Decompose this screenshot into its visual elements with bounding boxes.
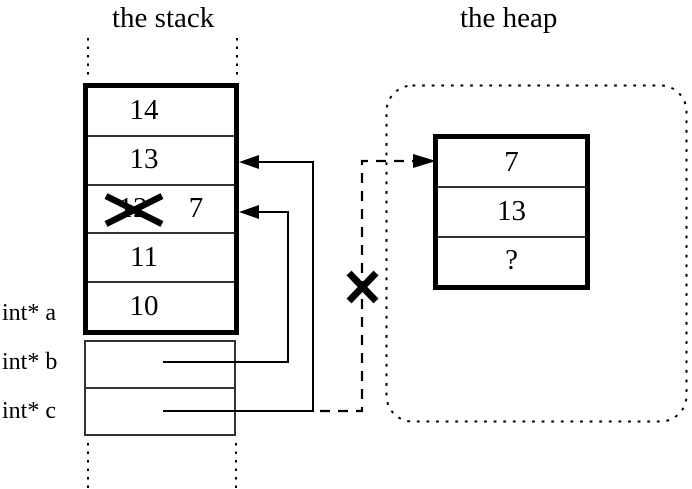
arrowhead-c-icon <box>239 155 259 169</box>
heap-cell-value: 7 <box>504 145 519 178</box>
heap-block-box: 7 13 ? <box>433 134 590 290</box>
heap-cell-value: ? <box>505 244 518 277</box>
pointer-variable-cells <box>84 340 236 436</box>
pointer-label-c: int* c <box>2 398 56 424</box>
heap-title: the heap <box>460 2 558 34</box>
stack-cell-value: 10 <box>129 289 159 322</box>
stack-cell-crossed-12-now-7: 12 7 <box>88 186 234 235</box>
invalid-pointer-x-icon <box>346 270 379 304</box>
heap-cell-13: 13 <box>438 188 585 238</box>
pointer-label-b: int* b <box>2 349 58 375</box>
heap-cell-value: 13 <box>497 194 526 227</box>
stack-cell-value: 14 <box>129 94 159 127</box>
stack-cell-14: 14 <box>88 88 234 137</box>
stack-cell-new-value: 7 <box>188 191 204 224</box>
stack-cell-10: 10 <box>88 283 234 330</box>
stack-title: the stack <box>112 2 215 34</box>
stack-cell-value: 11 <box>130 240 158 273</box>
pointer-cell-c <box>86 389 234 434</box>
pointer-wire-c-old-dashed <box>320 159 413 413</box>
stack-frame-box: 14 13 12 7 11 10 <box>83 83 239 335</box>
stack-cell-11: 11 <box>88 234 234 284</box>
stack-cell-value: 13 <box>129 143 159 176</box>
pointer-label-a: int* a <box>2 300 56 326</box>
arrowhead-b-icon <box>239 205 259 219</box>
pointer-cell-b <box>86 342 234 389</box>
heap-cell-unknown: ? <box>438 238 585 285</box>
stack-cell-13: 13 <box>88 137 234 186</box>
heap-cell-7: 7 <box>438 139 585 189</box>
stack-cell-old-value: 12 <box>118 191 148 224</box>
